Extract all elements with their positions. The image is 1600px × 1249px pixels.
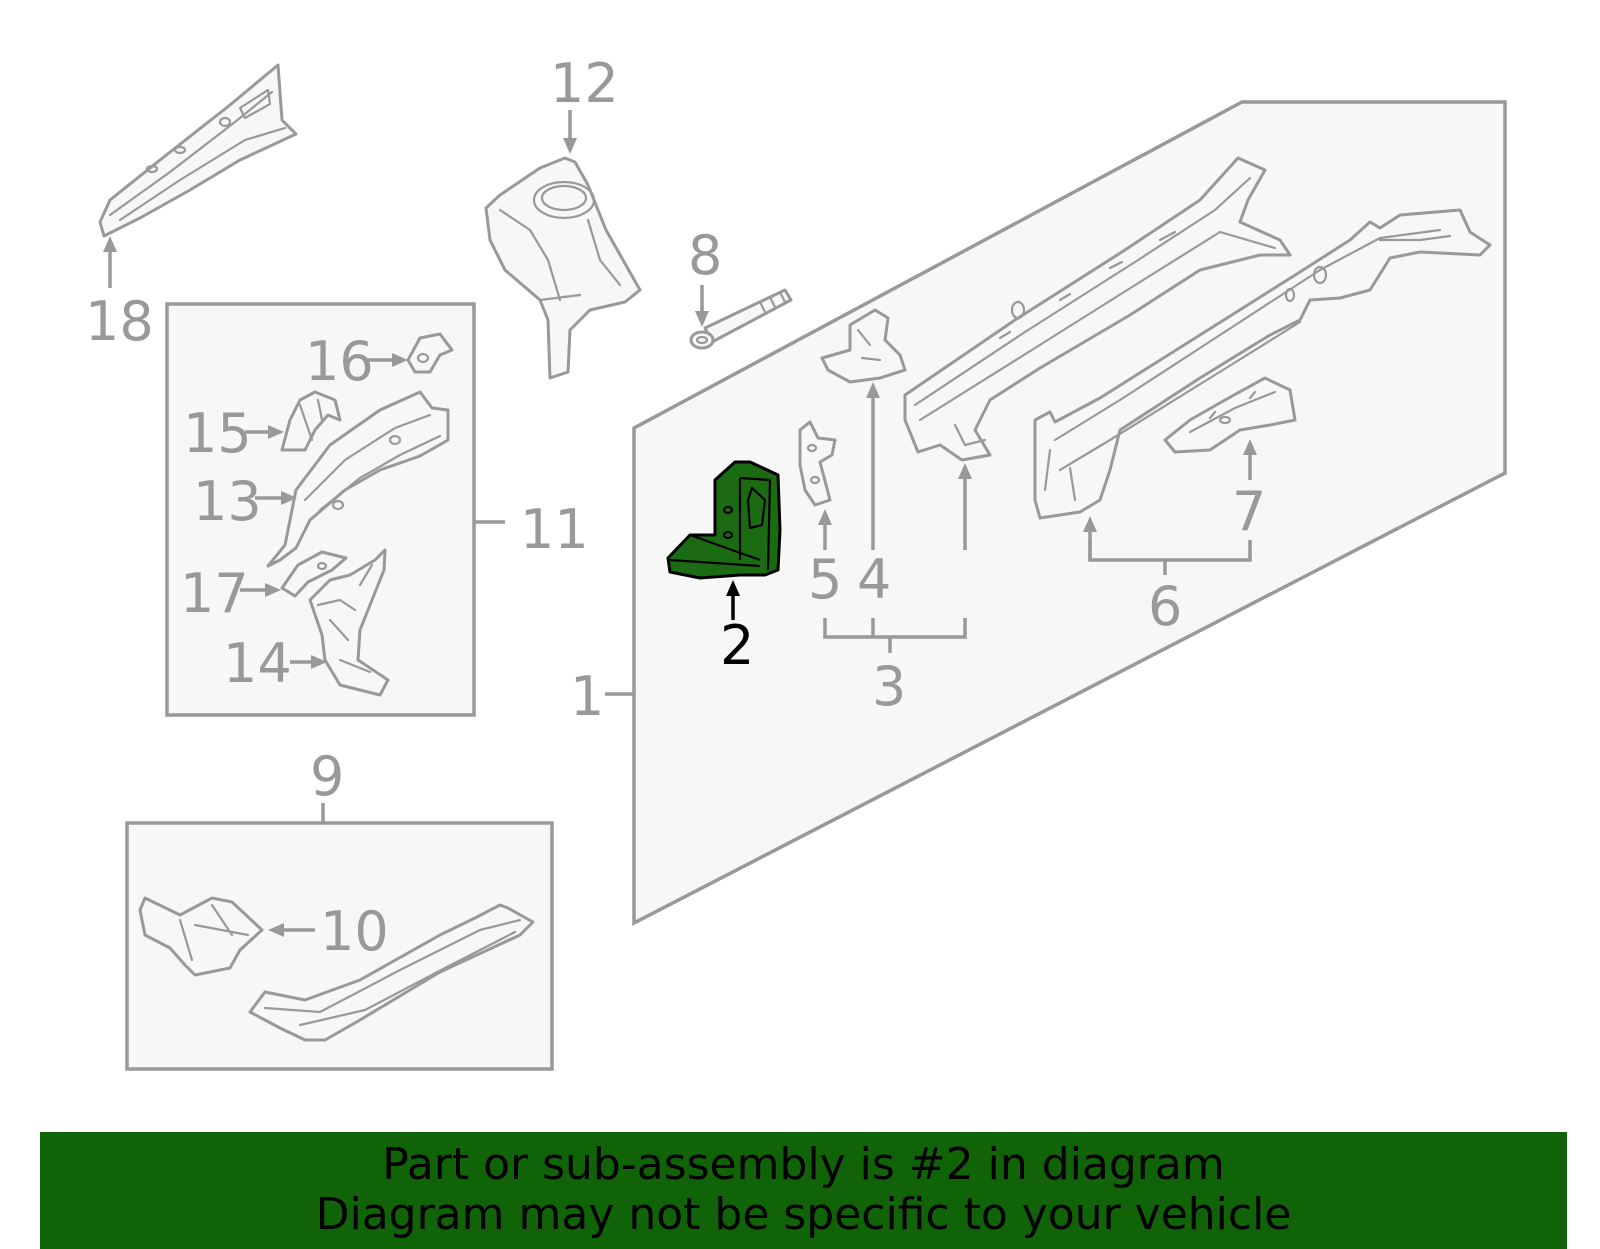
part-3-front-rail[interactable] bbox=[903, 156, 1292, 462]
part-9-side-sill[interactable] bbox=[248, 903, 535, 1042]
callout-9: 9 bbox=[310, 745, 344, 808]
part-13-apron-rail[interactable] bbox=[266, 390, 450, 568]
part-12-shock-tower[interactable] bbox=[484, 156, 642, 380]
part-8-bolt[interactable] bbox=[689, 288, 793, 350]
part-18-upper-rail[interactable] bbox=[98, 63, 298, 238]
part-5-bracket[interactable] bbox=[798, 420, 837, 507]
callout-5: 5 bbox=[808, 548, 842, 611]
callout-18: 18 bbox=[85, 290, 154, 353]
callout-2: 2 bbox=[720, 614, 754, 677]
part-6-side-rail[interactable] bbox=[1033, 208, 1492, 520]
callout-3: 3 bbox=[872, 655, 906, 718]
callout-17: 17 bbox=[180, 562, 249, 625]
callout-13: 13 bbox=[193, 470, 262, 533]
part-10-panel[interactable] bbox=[138, 896, 264, 977]
callout-11: 11 bbox=[520, 498, 589, 561]
part-17-bracket[interactable] bbox=[280, 550, 348, 598]
callout-15: 15 bbox=[183, 402, 252, 465]
banner-line-2: Diagram may not be specific to your vehi… bbox=[315, 1189, 1292, 1240]
part-16-bracket[interactable] bbox=[406, 332, 454, 374]
parts-diagram: 18 12 8 16 15 13 11 17 14 9 10 1 2 5 4 3… bbox=[85, 52, 1507, 1071]
info-banner: Part or sub-assembly is #2 in diagram Di… bbox=[40, 1132, 1567, 1249]
callout-10: 10 bbox=[320, 900, 389, 963]
part-2-highlighted[interactable] bbox=[666, 460, 782, 580]
callout-4: 4 bbox=[857, 548, 891, 611]
banner-line-1: Part or sub-assembly is #2 in diagram bbox=[382, 1139, 1225, 1190]
part-4-bracket[interactable] bbox=[820, 308, 907, 384]
callout-6: 6 bbox=[1148, 575, 1182, 638]
callout-12: 12 bbox=[550, 52, 619, 115]
part-15-bracket[interactable] bbox=[280, 390, 342, 452]
callout-16: 16 bbox=[305, 330, 374, 393]
callout-7: 7 bbox=[1232, 480, 1266, 543]
callout-8: 8 bbox=[688, 224, 722, 287]
part-7-plate[interactable] bbox=[1163, 376, 1297, 454]
part-14-reinforcement[interactable] bbox=[308, 548, 390, 697]
callout-1: 1 bbox=[570, 665, 604, 728]
callout-14: 14 bbox=[223, 632, 292, 695]
